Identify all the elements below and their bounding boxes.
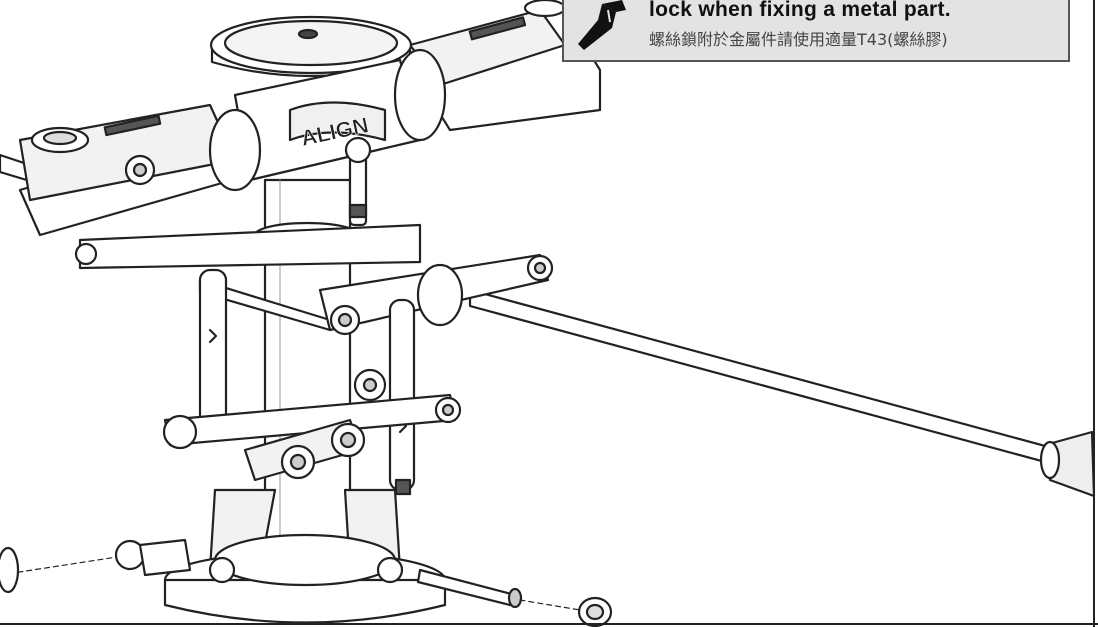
washout-assembly [162,368,462,482]
head-cap [209,15,413,78]
flybar-rod [468,288,1096,498]
note-text-english: lock when fixing a metal part. [649,0,951,21]
threadlock-note-box: lock when fixing a metal part. 螺絲鎖附於金屬件請… [562,0,1070,62]
note-text-chinese: 螺絲鎖附於金屬件請使用適量T43(螺絲膠) [649,30,948,49]
page-border-right [1093,0,1095,627]
control-links [198,268,416,496]
page-border-bottom [0,623,1098,625]
upper-mixing-arms [74,136,554,336]
center-hub [208,48,447,192]
glue-tube-icon [578,0,626,50]
swashplate [0,488,613,627]
